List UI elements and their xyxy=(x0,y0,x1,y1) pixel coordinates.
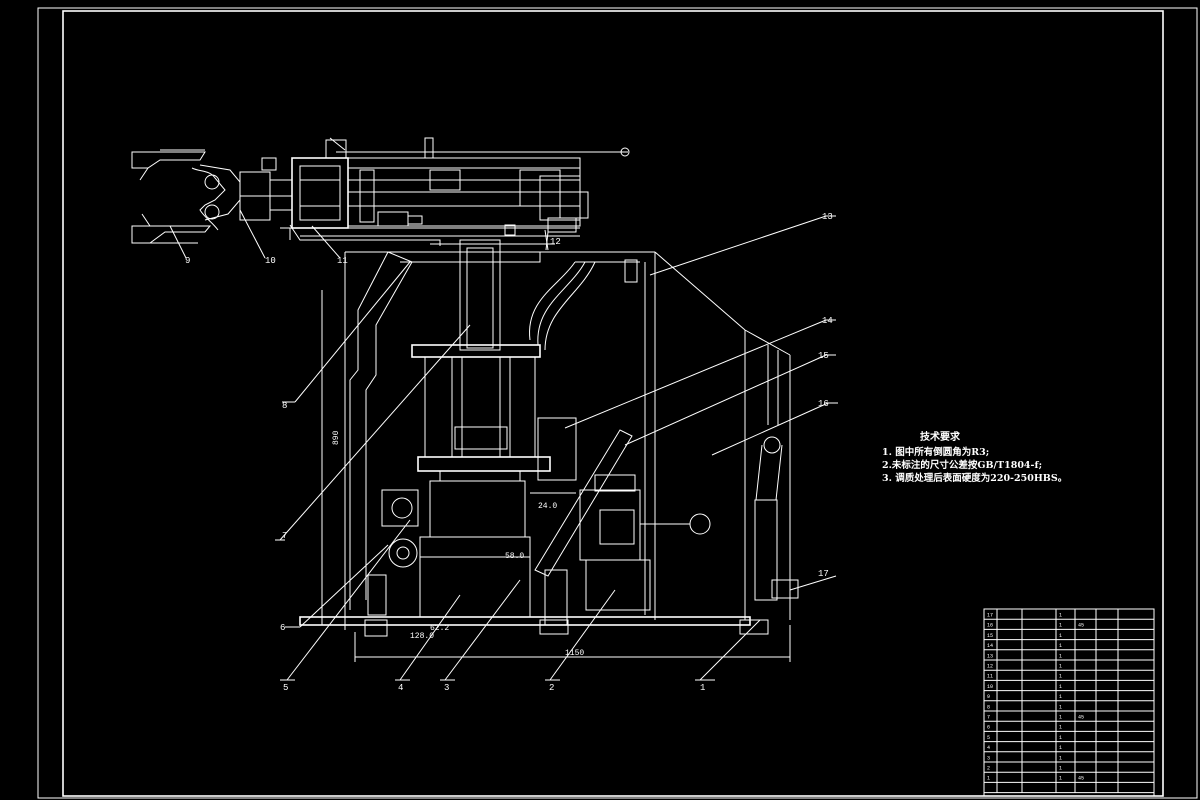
callout-10: 10 xyxy=(265,256,276,266)
callout-3: 3 xyxy=(444,683,449,693)
callout-14: 14 xyxy=(822,316,833,326)
callout-2: 2 xyxy=(549,683,554,693)
parts-list-cell-no: 9 xyxy=(987,694,990,700)
parts-list-cell-mat: 45 xyxy=(1078,623,1084,629)
dim-height: 890 xyxy=(332,430,341,445)
callout-1: 1 xyxy=(700,683,705,693)
callout-12: 12 xyxy=(550,237,561,247)
parts-list-cell-no: 13 xyxy=(987,653,993,659)
parts-list-cell-qty: 1 xyxy=(1059,623,1062,629)
parts-list-cell-qty: 1 xyxy=(1059,633,1062,639)
dim-base-offset: 62.2 xyxy=(430,624,449,633)
parts-list-cell-qty: 1 xyxy=(1059,694,1062,700)
tech-req-line-1: 1. 图中所有倒圆角为R3; xyxy=(882,446,989,458)
parts-list-cell-no: 4 xyxy=(987,745,990,751)
parts-list-cell-no: 3 xyxy=(987,755,990,761)
parts-list-cell-no: 11 xyxy=(987,674,993,680)
dim-bracket: 24.0 xyxy=(538,502,557,511)
parts-list-cell-qty: 1 xyxy=(1059,755,1062,761)
parts-list-cell-qty: 1 xyxy=(1059,766,1062,772)
parts-list-cell-qty: 1 xyxy=(1059,715,1062,721)
tech-req-title: 技术要求 xyxy=(920,430,961,443)
parts-list-border xyxy=(983,608,1155,797)
callout-7: 7 xyxy=(282,531,287,541)
callout-13: 13 xyxy=(822,212,833,222)
parts-list-cell-no: 5 xyxy=(987,735,990,741)
callout-5: 5 xyxy=(283,683,288,693)
parts-list-cell-qty: 1 xyxy=(1059,735,1062,741)
callout-6: 6 xyxy=(280,623,285,633)
parts-list-cell-qty: 1 xyxy=(1059,674,1062,680)
parts-list-cell-qty: 1 xyxy=(1059,776,1062,782)
parts-list-cell-no: 15 xyxy=(987,633,993,639)
dim-inner-width: 58.0 xyxy=(505,552,524,561)
tech-req-line-3: 3. 调质处理后表面硬度为220-250HBS。 xyxy=(882,472,1067,484)
parts-list-cell-no: 1 xyxy=(987,776,990,782)
tech-req-line-2: 2.未标注的尺寸公差按GB/T1804-f; xyxy=(882,459,1042,471)
outer-frame xyxy=(37,7,1198,799)
callout-8: 8 xyxy=(282,401,287,411)
parts-list-cell-qty: 1 xyxy=(1059,704,1062,710)
callout-11: 11 xyxy=(337,256,348,266)
parts-list-cell-qty: 1 xyxy=(1059,653,1062,659)
parts-list-cell-no: 10 xyxy=(987,684,993,690)
parts-list-cell-no: 17 xyxy=(987,613,993,619)
parts-list-cell-mat: 45 xyxy=(1078,715,1084,721)
parts-list-cell-qty: 1 xyxy=(1059,745,1062,751)
parts-list-cell-no: 12 xyxy=(987,664,993,670)
dim-overall-width: 1150 xyxy=(565,649,584,658)
parts-list-cell-qty: 1 xyxy=(1059,643,1062,649)
parts-list-cell-no: 6 xyxy=(987,725,990,731)
parts-list-cell-qty: 1 xyxy=(1059,725,1062,731)
callout-15: 15 xyxy=(818,351,829,361)
dim-left-base: 128.0 xyxy=(410,632,434,641)
technical-requirements: 技术要求 1. 图中所有倒圆角为R3; 2.未标注的尺寸公差按GB/T1804-… xyxy=(882,430,1067,484)
callout-leaders xyxy=(169,209,838,681)
callout-4: 4 xyxy=(398,683,403,693)
parts-list-cell-qty: 1 xyxy=(1059,613,1062,619)
parts-list-cell-no: 2 xyxy=(987,766,990,772)
parts-list-cell-qty: 1 xyxy=(1059,684,1062,690)
callout-9: 9 xyxy=(185,256,190,266)
inner-frame xyxy=(62,10,1164,797)
callout-16: 16 xyxy=(818,399,829,409)
parts-list-cell-no: 7 xyxy=(987,715,990,721)
parts-list-cell-no: 16 xyxy=(987,623,993,629)
machine-frame xyxy=(299,239,799,662)
parts-list-cell-qty: 1 xyxy=(1059,664,1062,670)
manipulator-arm xyxy=(131,137,630,251)
callout-17: 17 xyxy=(818,569,829,579)
parts-list-cell-no: 14 xyxy=(987,643,993,649)
parts-list-cell-no: 8 xyxy=(987,704,990,710)
parts-list-cell-mat: 45 xyxy=(1078,776,1084,782)
